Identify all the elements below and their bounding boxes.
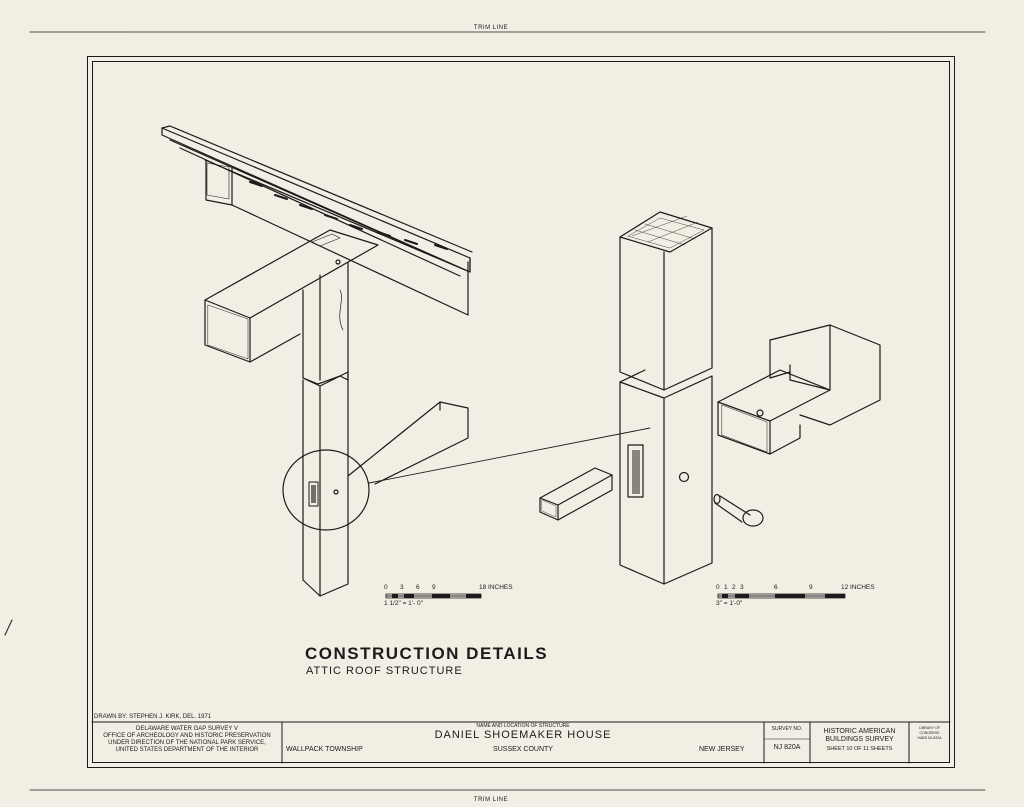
tie-beam bbox=[204, 229, 379, 363]
detail-leader-line bbox=[368, 427, 651, 484]
title-block-grid bbox=[91, 721, 951, 764]
drawn-by: DRAWN BY: STEPHEN J. KIRK, DEL. 1971 bbox=[94, 714, 212, 720]
survey-no-label: SURVEY NO. bbox=[771, 726, 803, 732]
sheet-border-inner bbox=[92, 61, 950, 763]
drawing-subtitle: ATTIC ROOF STRUCTURE bbox=[306, 665, 463, 677]
scale-right-ratio: 3" = 1'-0" bbox=[716, 600, 743, 607]
post-bottom-piece bbox=[619, 369, 713, 585]
survey-no: NJ 820A bbox=[773, 744, 801, 751]
left-post bbox=[282, 259, 469, 597]
trim-line-top: TRIM LINE bbox=[473, 25, 509, 31]
name-location-label: NAME AND LOCATION OF STRUCTURE bbox=[476, 723, 570, 729]
habs-label: HISTORIC AMERICAN BUILDINGS SURVEY bbox=[823, 728, 896, 743]
county: SUSSEX COUNTY bbox=[493, 746, 553, 753]
scale-bar-right bbox=[717, 593, 846, 599]
survey-info: DELAWARE WATER GAP SURVEY V OFFICE OF AR… bbox=[103, 726, 271, 753]
scale-bar-left bbox=[385, 593, 482, 599]
sheet-border-outer bbox=[87, 56, 955, 768]
loose-tenon bbox=[539, 467, 613, 521]
sheet-number: SHEET 10 OF 11 SHEETS bbox=[826, 746, 893, 752]
trim-line-bottom: TRIM LINE bbox=[473, 797, 509, 803]
tenon-beam bbox=[717, 324, 881, 455]
township: WALLPACK TOWNSHIP bbox=[286, 746, 363, 753]
library-stamp: LIBRARY OF CONGRESS HABS NJ-820A bbox=[917, 726, 942, 740]
scale-left-ratio: 1 1/2" = 1'- 0" bbox=[384, 600, 423, 607]
structure-name: DANIEL SHOEMAKER HOUSE bbox=[434, 729, 612, 741]
state: NEW JERSEY bbox=[699, 746, 745, 753]
post-top-piece bbox=[619, 211, 713, 391]
drawing-title: CONSTRUCTION DETAILS bbox=[305, 644, 549, 663]
peg bbox=[713, 493, 764, 527]
roof-rafter-assembly bbox=[161, 125, 473, 316]
